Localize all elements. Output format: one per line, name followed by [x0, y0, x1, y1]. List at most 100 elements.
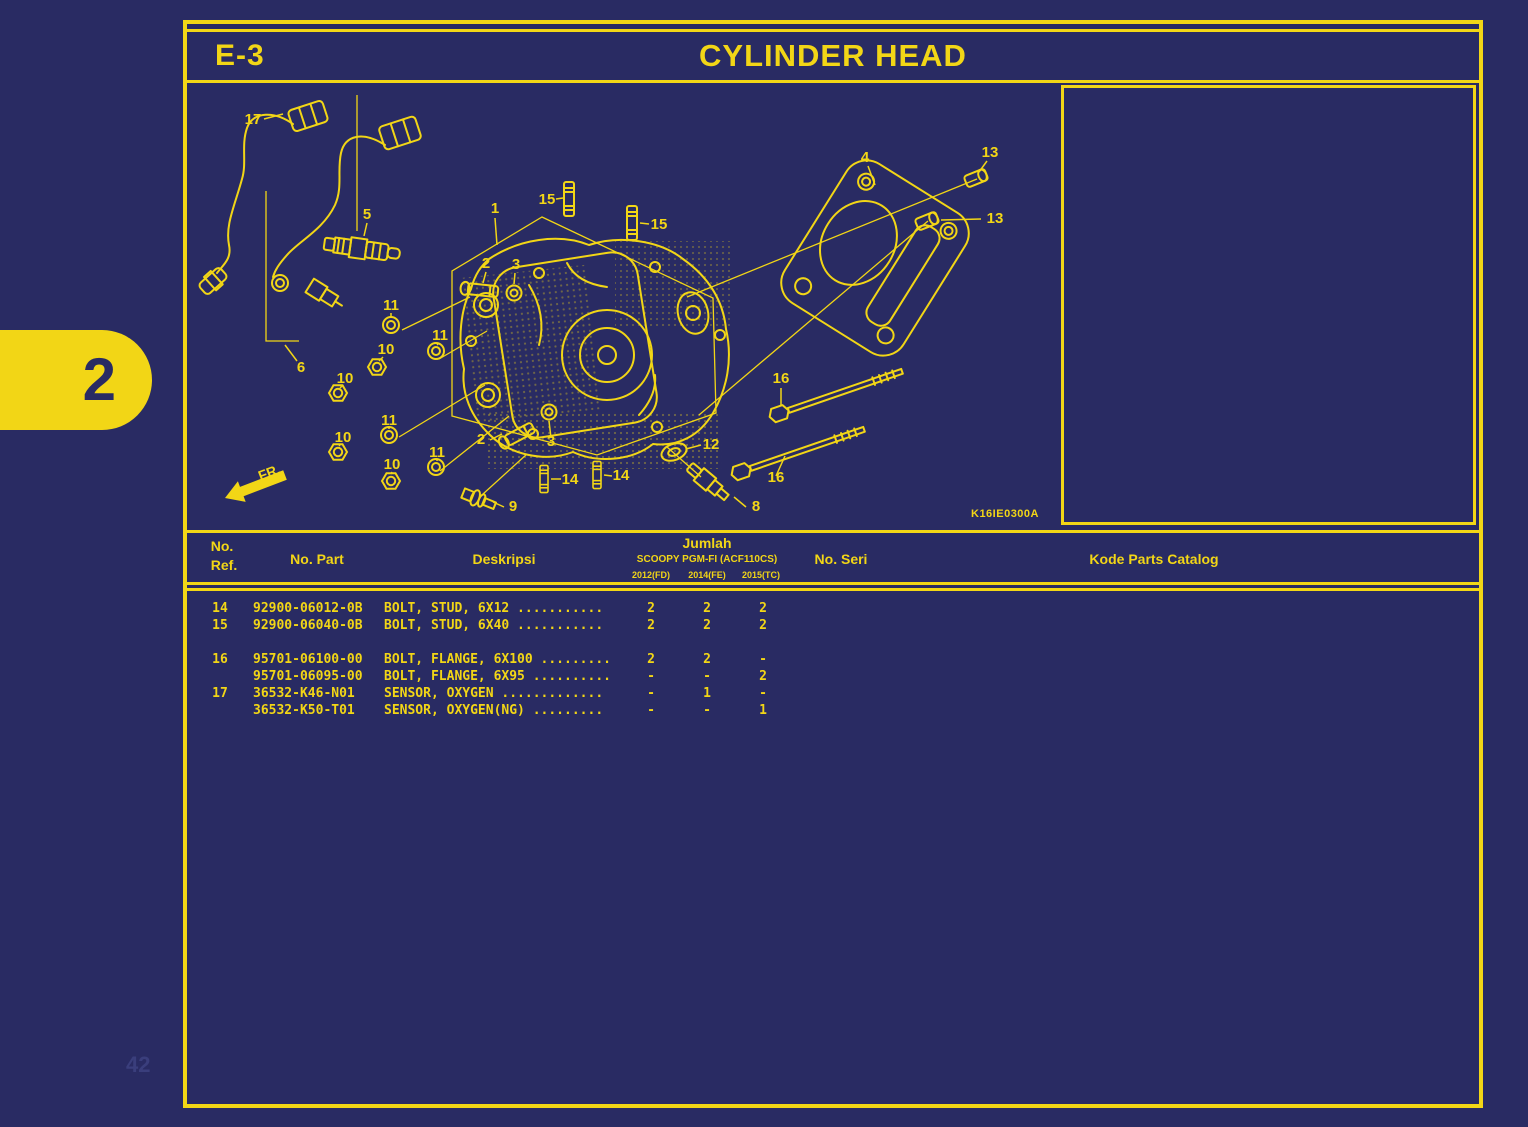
callout-label-15: 15: [539, 191, 556, 208]
col-seri: No. Seri: [814, 551, 868, 567]
page-header: E-3 CYLINDER HEAD: [187, 29, 1479, 83]
callout-label-16: 16: [768, 469, 785, 486]
callout-label-16: 16: [773, 370, 790, 387]
sensor-unit-8: [686, 462, 730, 502]
cell-part-number: 95701-06095-00: [253, 669, 363, 684]
col-qty-model: SCOOPY PGM-FI (ACF110CS): [636, 554, 778, 565]
col-desc: Deskripsi: [472, 551, 536, 567]
table-row: 95701-06095-00 BOLT, FLANGE, 6X95 .......…: [187, 668, 1479, 685]
cell-description: BOLT, STUD, 6X12 ...........: [384, 601, 604, 616]
cylinder-head-body: [459, 237, 730, 460]
callout-label-13: 13: [982, 144, 999, 161]
callout-label-1: 1: [491, 200, 499, 217]
cell-part-number: 36532-K46-N01: [253, 686, 355, 701]
callout-label-3: 3: [512, 256, 520, 273]
callout-label-8: 8: [752, 498, 760, 515]
cell-qty-2014: 2: [703, 618, 711, 633]
table-row: 15 92900-06040-0B BOLT, STUD, 6X40 .......…: [187, 617, 1479, 634]
flange-bolt-16-upper: [768, 367, 904, 424]
page-title: CYLINDER HEAD: [699, 38, 967, 73]
callout-label-17: 17: [245, 111, 262, 128]
callout-label-5: 5: [363, 206, 371, 223]
side-tab-section-2[interactable]: 2: [0, 330, 152, 430]
table-row: 16 95701-06100-00 BOLT, FLANGE, 6X100 ....…: [187, 651, 1479, 668]
cell-qty-2012: 2: [647, 601, 655, 616]
spark-plug: [322, 236, 401, 262]
fr-direction-arrow: FR.: [225, 461, 287, 502]
table-row: 17 36532-K46-N01 SENSOR, OXYGEN ..........…: [187, 685, 1479, 702]
cell-ref: 15: [212, 618, 228, 633]
diagram-code: K16IE0300A: [971, 508, 1039, 520]
callout-label-12: 12: [703, 436, 720, 453]
cell-ref: 14: [212, 601, 228, 616]
cell-ref: 17: [212, 686, 228, 701]
callout-label-14: 14: [613, 467, 630, 484]
side-tab-label: 2: [82, 346, 116, 413]
col-year-2015: 2015(TC): [741, 570, 781, 580]
assembly-boundary-lines: [265, 95, 978, 495]
thermo-sensor: [304, 277, 343, 308]
cell-qty-2015: -: [759, 686, 767, 701]
callout-label-10: 10: [335, 429, 352, 446]
cell-qty-2015: -: [759, 652, 767, 667]
callout-label-6: 6: [297, 359, 305, 376]
callout-label-2: 2: [482, 255, 490, 272]
flange-bolt-9: [460, 487, 498, 510]
callout-label-11: 11: [429, 444, 445, 461]
col-year-2012: 2012(FD): [631, 570, 671, 580]
section-code: E-3: [215, 39, 265, 72]
washer-12: [660, 442, 688, 462]
cell-description: BOLT, STUD, 6X40 ...........: [384, 618, 604, 633]
table-row: [187, 634, 1479, 651]
callout-label-11: 11: [432, 327, 448, 344]
callout-label-13: 13: [987, 210, 1004, 227]
small-bolts-and-seals: [459, 280, 558, 450]
page-number: 42: [126, 1052, 151, 1077]
cell-description: SENSOR, OXYGEN(NG) .........: [384, 703, 604, 718]
catalog-page-frame: E-3 CYLINDER HEAD: [183, 20, 1483, 1108]
oxygen-sensor-assembly-b: [271, 115, 422, 292]
callout-label-3: 3: [547, 433, 555, 450]
col-ref-line1: No.: [210, 538, 234, 554]
fr-label: FR.: [256, 461, 283, 484]
cell-description: BOLT, FLANGE, 6X100 .........: [384, 652, 611, 667]
table-row: 14 92900-06012-0B BOLT, STUD, 6X12 .......…: [187, 600, 1479, 617]
parts-table-body: 14 92900-06012-0B BOLT, STUD, 6X12 .......…: [187, 591, 1479, 719]
cell-qty-2012: 2: [647, 652, 655, 667]
cell-part-number: 95701-06100-00: [253, 652, 363, 667]
cell-part-number: 36532-K50-T01: [253, 703, 355, 718]
cell-ref: [187, 668, 253, 685]
flange-bolt-16-lower: [730, 425, 866, 482]
callout-label-11: 11: [383, 297, 399, 314]
callout-label-15: 15: [651, 216, 668, 233]
col-ref-line2: Ref.: [210, 557, 238, 573]
cell-qty-2012: 2: [647, 618, 655, 633]
cell-qty-2014: -: [703, 703, 711, 718]
col-year-2014: 2014(FE): [688, 570, 726, 580]
exploded-parts-diagram: FR. K16IE0300A 1756115152311101110111011…: [198, 95, 1039, 520]
cell-qty-2015: 2: [759, 618, 767, 633]
cell-description: BOLT, FLANGE, 6X95 ..........: [384, 669, 611, 684]
halftone-watermark: [461, 241, 730, 469]
cell-ref: [187, 702, 253, 719]
empty-right-panel: [1061, 85, 1476, 525]
cell-description: SENSOR, OXYGEN .............: [384, 686, 604, 701]
cell-qty-2014: 2: [703, 601, 711, 616]
callout-label-10: 10: [378, 341, 395, 358]
cell-part-number: 92900-06012-0B: [253, 601, 363, 616]
table-row: 36532-K50-T01 SENSOR, OXYGEN(NG) ........…: [187, 702, 1479, 719]
parts-table-header: No. Ref. No. Part Deskripsi Jumlah SCOOP…: [187, 533, 1479, 585]
cell-ref: 16: [212, 652, 228, 667]
table-header-divider: [187, 588, 1479, 591]
callout-label-10: 10: [384, 456, 401, 473]
cell-qty-2012: -: [647, 669, 655, 684]
cell-part-number: 92900-06040-0B: [253, 618, 363, 633]
cell-qty-2012: -: [647, 686, 655, 701]
head-gasket: [780, 159, 970, 357]
col-part: No. Part: [290, 551, 344, 567]
oxygen-sensor-assembly-a: [198, 100, 329, 295]
callout-label-14: 14: [562, 471, 579, 488]
cell-qty-2014: 2: [703, 652, 711, 667]
